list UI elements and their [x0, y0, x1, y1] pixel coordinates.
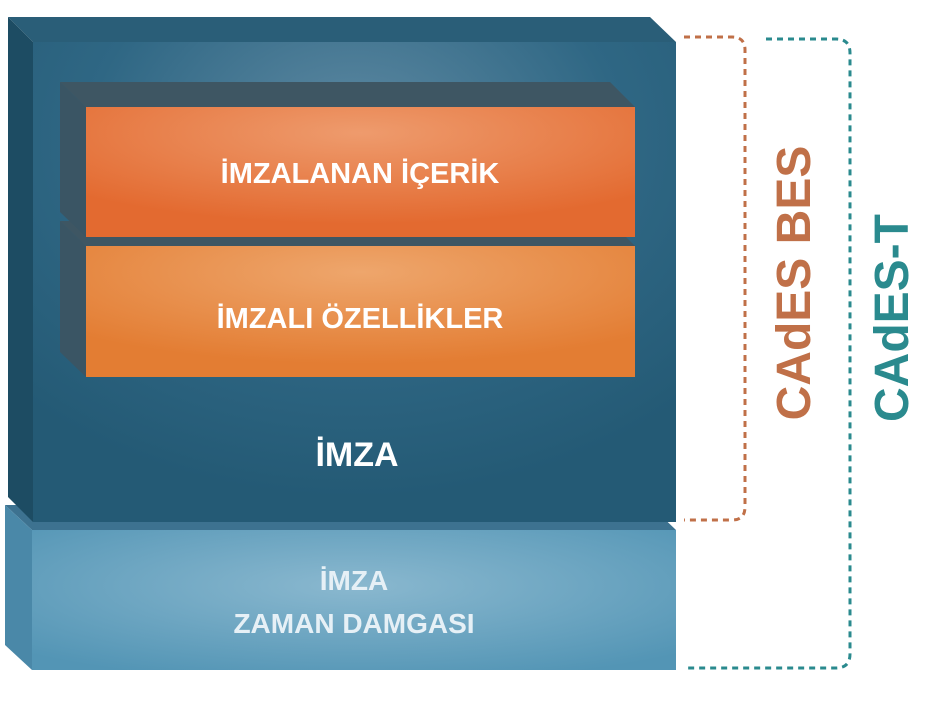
signature-label: İMZA: [315, 436, 398, 474]
cades-t-bracket-line: [684, 37, 852, 670]
cades-bes-bracket-line: [684, 35, 747, 522]
signed-content-side-face: [60, 82, 86, 237]
timestamp-block: İMZA ZAMAN DAMGASI: [5, 505, 676, 670]
signed-content-label: İMZALANAN İÇERİK: [221, 158, 500, 190]
signed-attributes-label: İMZALI ÖZELLİKLER: [217, 302, 504, 335]
signed-content-top-face: [60, 82, 635, 107]
signature-block-top-face: [8, 17, 676, 42]
cades-t-label: CAdES-T: [866, 214, 919, 422]
cades-bes-label: CAdES BES: [768, 146, 821, 421]
signed-attributes-block: İMZALI ÖZELLİKLER: [60, 221, 635, 377]
signed-attributes-side-face: [60, 221, 86, 377]
signature-block-side-face: [8, 17, 33, 522]
timestamp-block-side-face: [5, 505, 32, 670]
timestamp-label-line1: İMZA: [320, 565, 388, 596]
timestamp-label-line2: ZAMAN DAMGASI: [233, 608, 474, 639]
cades-t-bracket: CAdES-T: [684, 37, 919, 670]
signed-content-block: İMZALANAN İÇERİK: [60, 82, 635, 237]
signed-content-front-face: [86, 107, 635, 237]
signed-attributes-front-face: [86, 246, 635, 377]
timestamp-block-front-face: [32, 530, 676, 670]
cades-bes-bracket: CAdES BES: [684, 35, 821, 522]
